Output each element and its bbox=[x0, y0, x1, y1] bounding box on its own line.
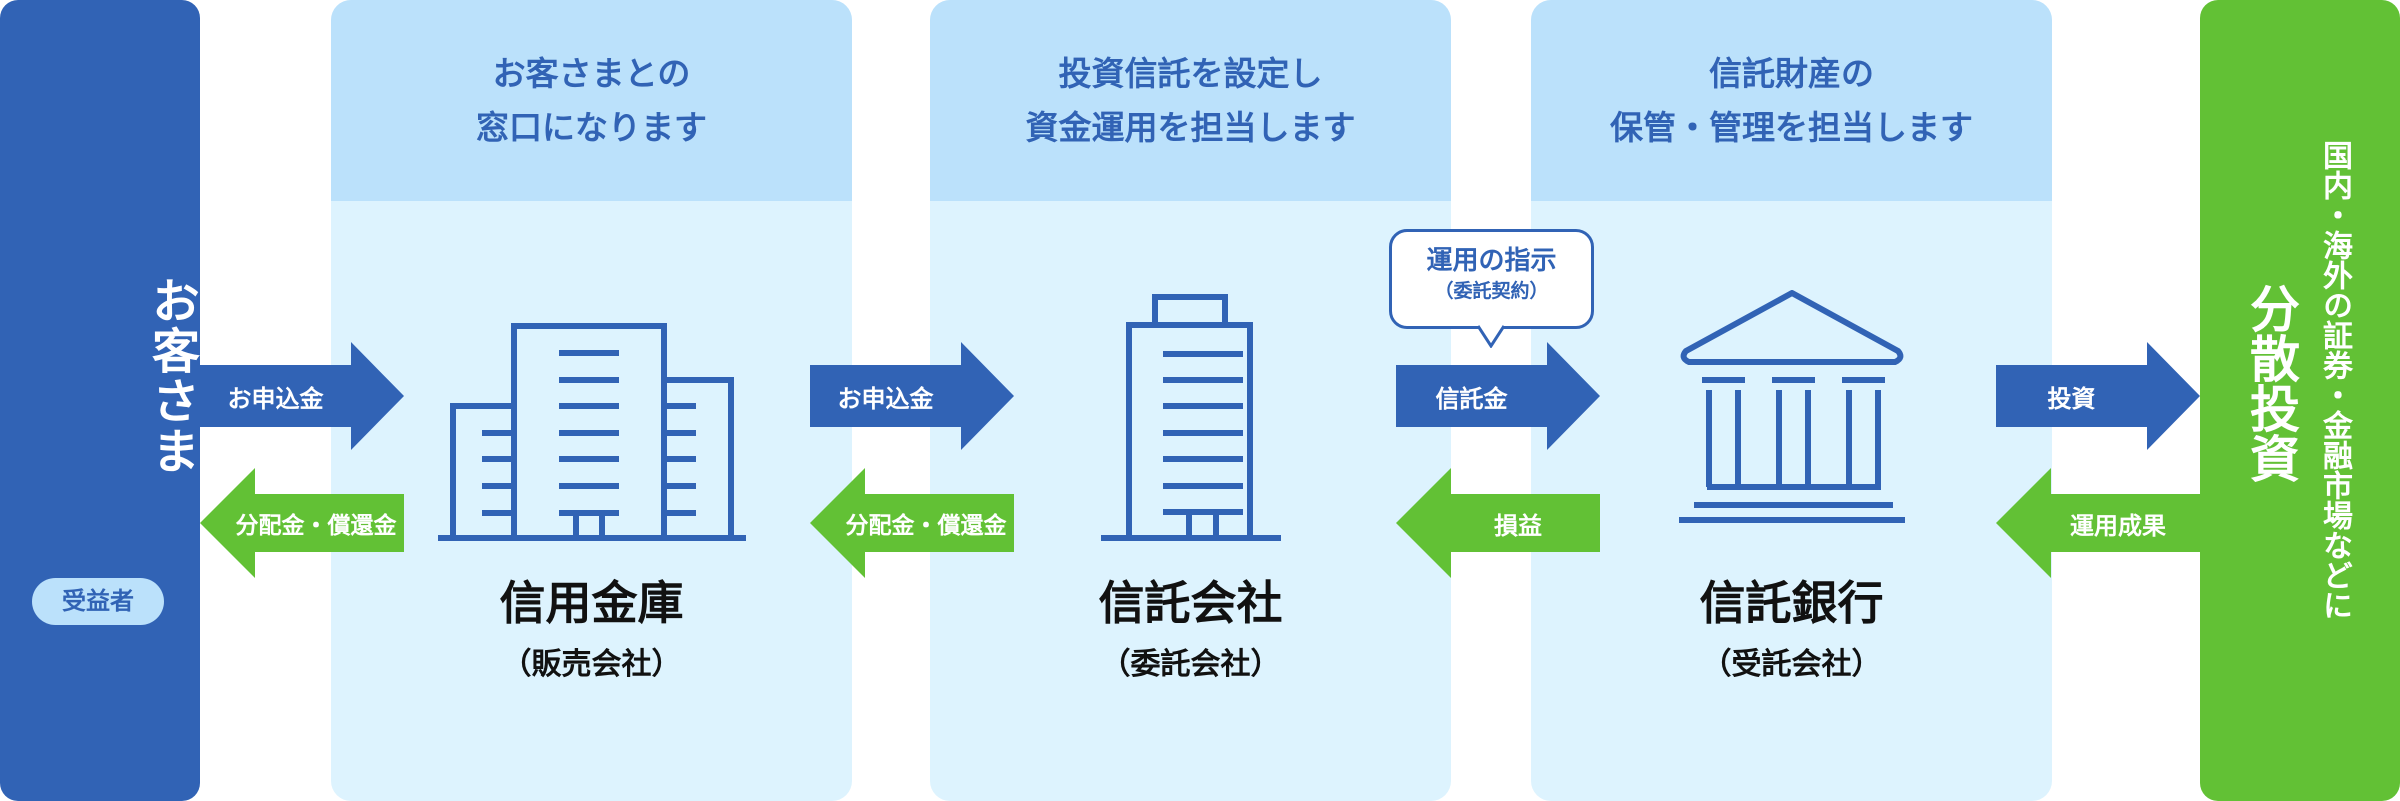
arrow-label: 信託金 bbox=[1435, 384, 1508, 413]
panel-header: 信託財産の 保管・管理を担当します bbox=[1531, 0, 2052, 201]
panel-role: （販売会社） bbox=[501, 647, 682, 682]
customer-title: お客さま bbox=[143, 276, 199, 476]
panel-trust-company: 投資信託を設定し 資金運用を担当します 信託会社 （委託会社） bbox=[930, 0, 1451, 801]
arrow-returns-to-trust-bank: 運用成果 bbox=[1996, 468, 2200, 578]
investment-subtitle: 国内・海外の証券・金融市場などに bbox=[2317, 140, 2352, 620]
instruction-bubble: 運用の指示 （委託契約） bbox=[1389, 229, 1594, 329]
bubble-subtitle: （委託契約） bbox=[1434, 280, 1549, 302]
customer-box: お客さま 受益者 bbox=[0, 0, 200, 801]
panel-role: （委託会社） bbox=[1100, 647, 1281, 682]
panel-header: お客さまとの 窓口になります bbox=[331, 0, 852, 201]
panel-shinkin-bank: お客さまとの 窓口になります bbox=[331, 0, 852, 801]
arrow-subscription-to-trust-company: お申込金 bbox=[810, 342, 1014, 450]
panel-name: 信託会社 bbox=[1098, 576, 1283, 630]
office-tower-icon bbox=[930, 294, 1451, 544]
panel-header-text: お客さまとの 窓口になります bbox=[476, 53, 707, 147]
investment-title: 分散投資 bbox=[2242, 283, 2300, 483]
office-buildings-icon bbox=[331, 323, 852, 543]
bank-building-icon bbox=[1531, 290, 2052, 524]
arrow-trust-money-to-bank: 信託金 bbox=[1396, 342, 1600, 450]
arrow-label: 運用成果 bbox=[2070, 511, 2166, 540]
arrow-subscription-to-shinkin: お申込金 bbox=[200, 342, 404, 450]
arrow-label: 分配金・償還金 bbox=[845, 513, 1007, 539]
panel-name: 信用金庫 bbox=[499, 576, 684, 630]
arrow-distribution-to-customer: 分配金・償還金 bbox=[200, 468, 404, 578]
arrow-label: 分配金・償還金 bbox=[235, 513, 397, 539]
panel-trust-bank: 信託財産の 保管・管理を担当します 信託銀行 （受託会社） bbox=[1531, 0, 2052, 801]
panel-header-text: 投資信託を設定し 資金運用を担当します bbox=[1025, 53, 1356, 147]
bubble-title: 運用の指示 bbox=[1426, 246, 1557, 276]
arrow-label: お申込金 bbox=[227, 384, 324, 413]
arrow-label: 投資 bbox=[2047, 384, 2096, 413]
panel-role: （受託会社） bbox=[1701, 647, 1882, 682]
panel-header-text: 信託財産の 保管・管理を担当します bbox=[1610, 53, 1973, 147]
panel-header: 投資信託を設定し 資金運用を担当します bbox=[930, 0, 1451, 201]
beneficiary-badge: 受益者 bbox=[32, 578, 164, 625]
arrow-label: 損益 bbox=[1494, 511, 1542, 540]
diversified-investment-box: 国内・海外の証券・金融市場などに 分散投資 bbox=[2200, 0, 2400, 801]
arrow-distribution-to-shinkin: 分配金・償還金 bbox=[810, 468, 1014, 578]
arrow-label: お申込金 bbox=[837, 384, 934, 413]
panel-name: 信託銀行 bbox=[1699, 576, 1884, 630]
arrow-investment-to-markets: 投資 bbox=[1996, 342, 2200, 450]
arrow-profit-loss-to-trust-company: 損益 bbox=[1396, 468, 1600, 578]
bubble-tail bbox=[1478, 324, 1504, 348]
